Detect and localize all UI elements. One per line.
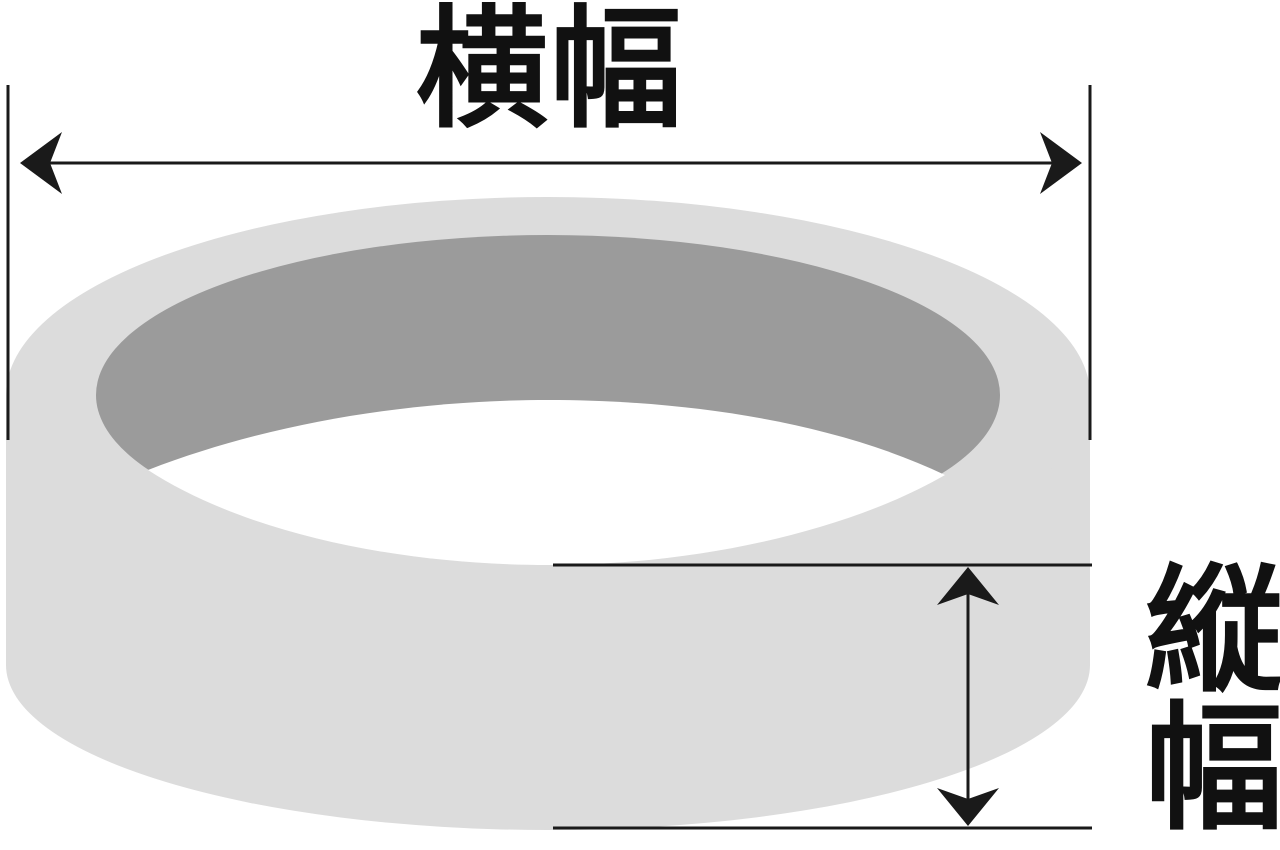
width-label: 横幅 [416, 0, 684, 147]
height-dimension-arrow [937, 567, 999, 826]
width-dimension-arrow [20, 132, 1082, 194]
height-label: 縦幅 [1121, 557, 1280, 833]
ring-opening [148, 400, 945, 565]
